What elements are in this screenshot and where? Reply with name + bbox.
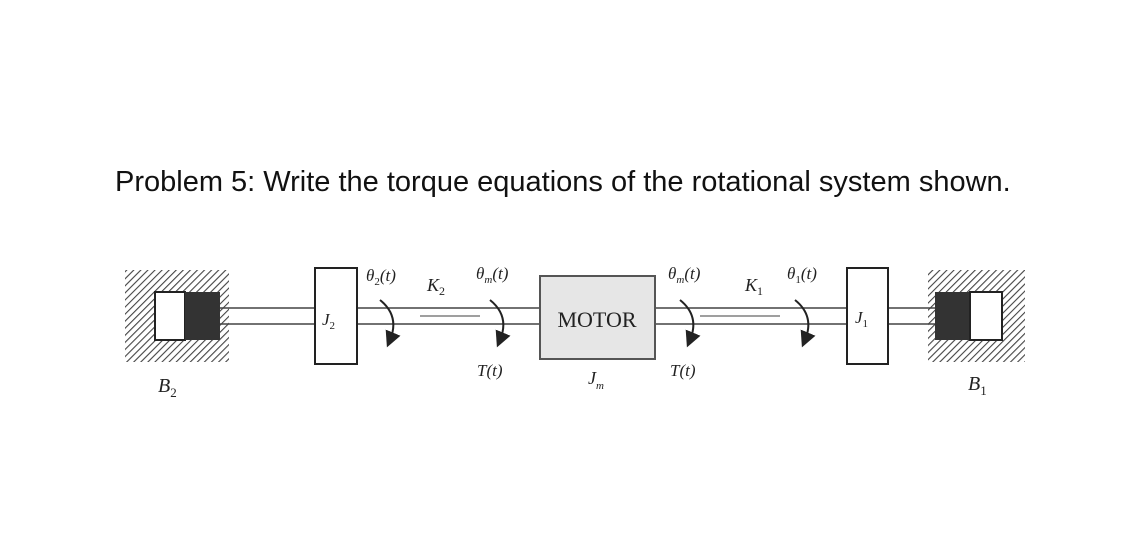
label-j1: J1 <box>855 308 868 330</box>
inertia-j1-box <box>846 267 889 365</box>
label-k1: K1 <box>744 275 763 298</box>
label-thetam-right: θm(t) <box>668 264 701 286</box>
rotation-arrow-theta2 <box>379 299 401 348</box>
label-thetam-left: θm(t) <box>476 264 509 286</box>
rotation-arrow-thetam-left <box>489 299 511 348</box>
problem-statement: Problem 5: Write the torque equations of… <box>115 166 1011 198</box>
rotation-arrow-thetam-right <box>679 299 701 348</box>
motor-label: MOTOR <box>557 307 636 332</box>
shaft <box>220 307 935 325</box>
label-b2: B2 <box>158 375 177 400</box>
label-torque-right: T(t) <box>670 361 696 380</box>
label-jm: Jm <box>588 368 604 392</box>
damper-b2 <box>125 270 229 362</box>
motor-box <box>539 275 656 360</box>
damper-b1 <box>928 270 1025 362</box>
label-theta2: θ2(t) <box>366 266 396 288</box>
label-j2: J2 <box>322 310 335 332</box>
label-k2: K2 <box>426 275 445 298</box>
rotation-arrow-theta1 <box>794 299 816 348</box>
label-b1: B1 <box>968 373 987 398</box>
label-torque-left: T(t) <box>477 361 503 380</box>
inertia-j2-box <box>314 267 358 365</box>
label-theta1: θ1(t) <box>787 264 817 286</box>
